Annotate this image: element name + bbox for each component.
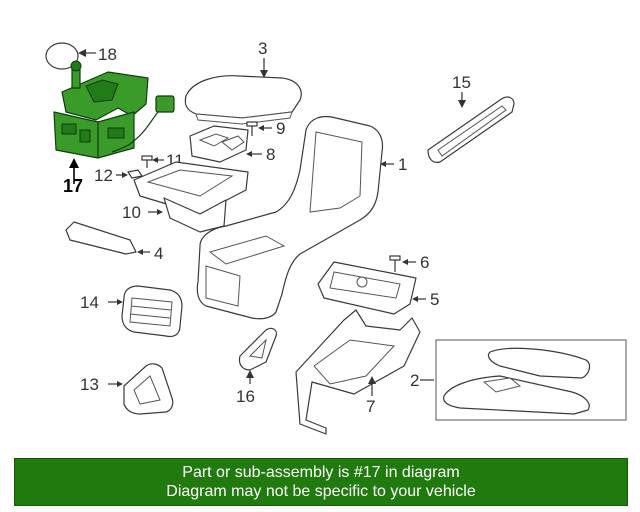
callout-6: 6 [420, 253, 429, 272]
part-13-trim-ring: 13 [80, 363, 174, 415]
part-9-screw: 9 [246, 119, 285, 138]
callout-3: 3 [258, 39, 267, 58]
part-7-bracket: 7 [295, 309, 421, 435]
part-4-trim-strip: 4 [65, 221, 163, 263]
callout-15: 15 [452, 73, 471, 92]
part-14-air-vent: 14 [80, 285, 183, 338]
callout-14: 14 [80, 293, 99, 312]
callout-10: 10 [122, 203, 141, 222]
callout-13: 13 [80, 375, 99, 394]
callout-5: 5 [430, 290, 439, 309]
callout-9: 9 [276, 119, 285, 138]
part-18-cap: 18 [45, 42, 117, 70]
callout-17: 17 [63, 176, 83, 196]
part-10-storage-bin: 10 [122, 161, 249, 233]
callout-16: 16 [236, 387, 255, 406]
callout-1: 1 [398, 155, 407, 174]
part-6-screw: 6 [389, 253, 429, 272]
footer-line-1: Part or sub-assembly is #17 in diagram [182, 464, 460, 481]
part-1-console: 1 [196, 115, 407, 320]
part-16-bezel: 16 [236, 327, 277, 406]
parts-diagram: 18 17 3 9 8 [45, 39, 627, 435]
callout-2: 2 [410, 371, 419, 390]
part-2-detail-inset: 2 [410, 339, 627, 421]
footer-banner: Part or sub-assembly is #17 in diagram D… [14, 458, 628, 506]
footer-line-2: Diagram may not be specific to your vehi… [166, 483, 476, 500]
part-3-armrest-lid: 3 [184, 39, 302, 125]
callout-4: 4 [154, 244, 163, 263]
part-17-shifter-assembly: 17 [53, 60, 175, 196]
part-12-clip: 12 [94, 166, 143, 185]
part-5-switch-bezel: 5 [317, 261, 439, 315]
callout-8: 8 [266, 145, 275, 164]
callout-12: 12 [94, 166, 113, 185]
part-8-cupholder: 8 [189, 125, 275, 164]
callout-18: 18 [98, 45, 117, 64]
part-15-side-trim: 15 [427, 73, 515, 163]
callout-7: 7 [366, 397, 375, 416]
